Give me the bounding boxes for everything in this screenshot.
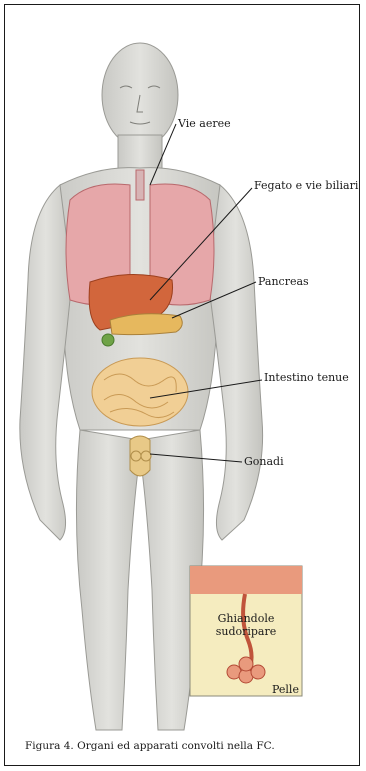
pancreas: [110, 314, 182, 335]
label-gonads: Gonadi: [244, 456, 284, 467]
inset-skin-layer: [190, 566, 302, 594]
gonads: [130, 436, 151, 476]
label-liver-biliary: Fegato e vie biliari: [254, 180, 358, 191]
label-sweat-glands: Ghiandole sudoripare: [206, 612, 286, 638]
label-skin: Pelle: [272, 684, 299, 695]
label-airways: Vie aeree: [178, 118, 231, 129]
small-intestine: [92, 358, 188, 426]
right-arm: [208, 185, 263, 540]
figure-caption: Figura 4. Organi ed apparati convolti ne…: [25, 740, 275, 752]
gallbladder: [102, 334, 114, 346]
trachea: [136, 170, 144, 200]
label-small-intestine: Intestino tenue: [264, 372, 349, 383]
label-pancreas: Pancreas: [258, 276, 309, 287]
left-arm: [20, 185, 72, 540]
neck: [118, 135, 162, 170]
left-leg: [76, 430, 140, 730]
